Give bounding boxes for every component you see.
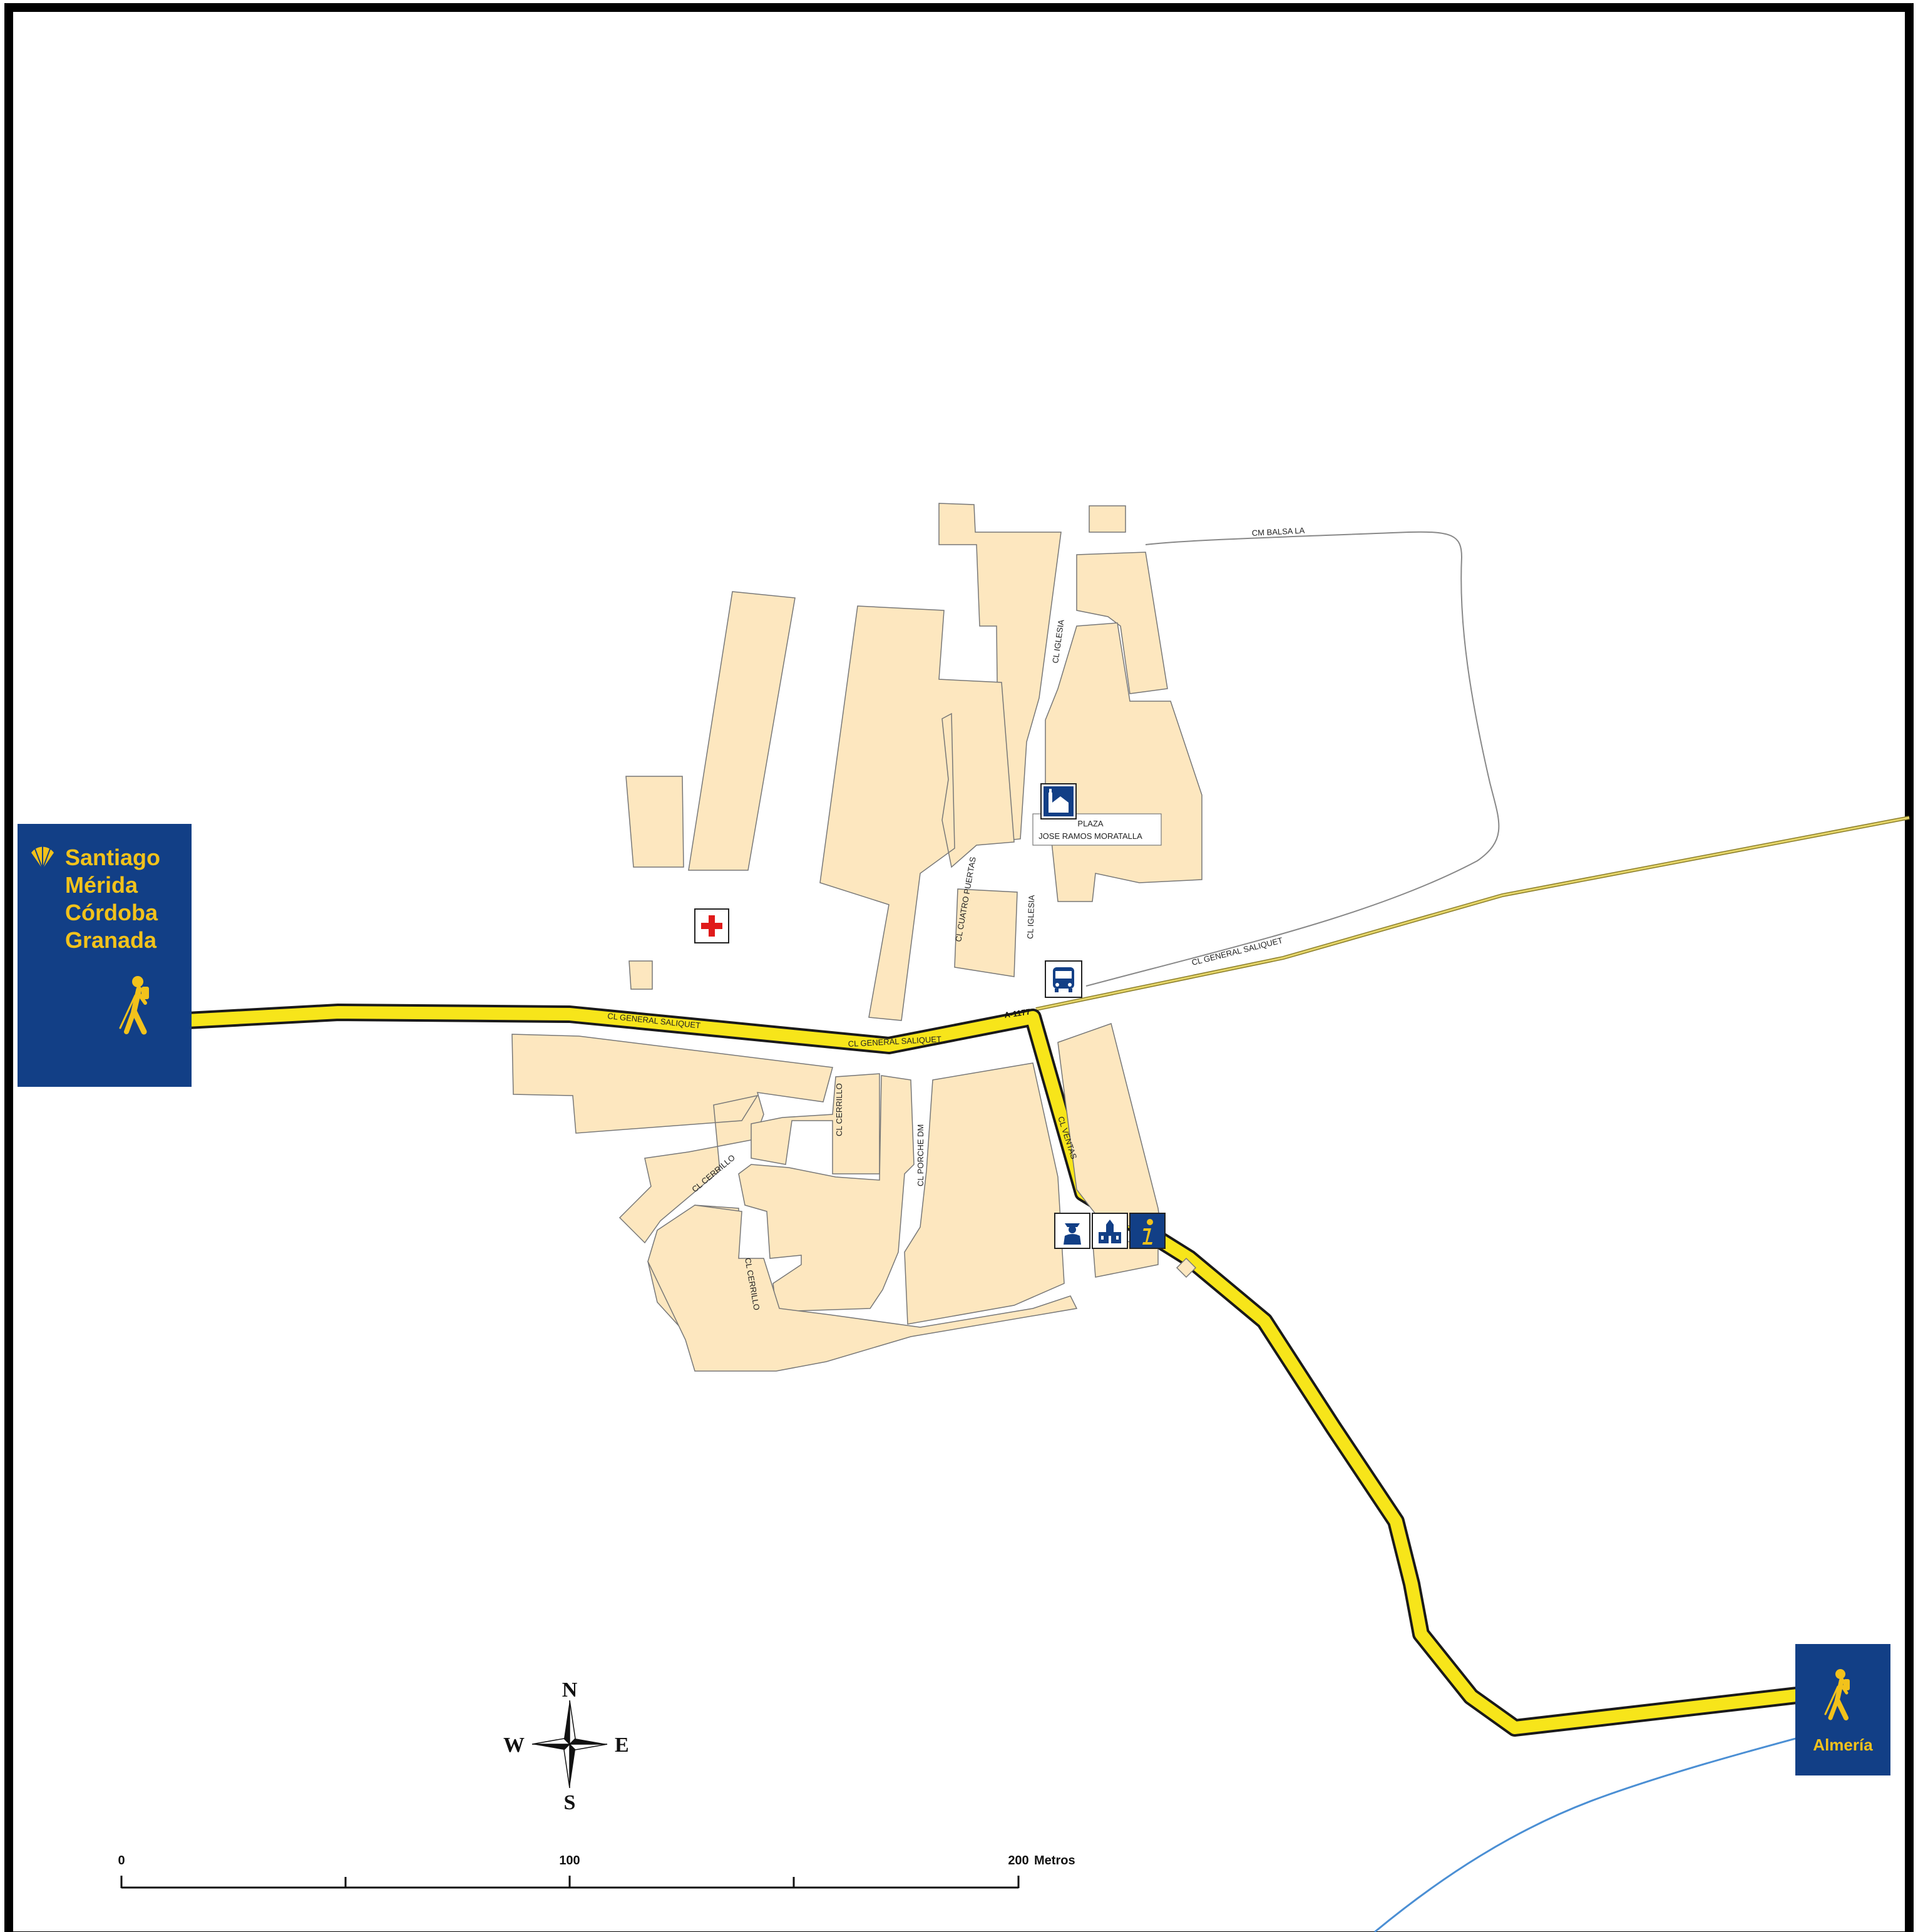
church-icon (1040, 783, 1077, 820)
map-frame (4, 3, 1914, 1932)
street-cerrillo-north: CL CERRILLO (834, 1083, 844, 1136)
scale-unit: Metros (1034, 1854, 1075, 1868)
information-icon (1129, 1213, 1166, 1249)
block-south-mid (738, 1075, 915, 1312)
sign-west: Santiago Mérida Córdoba Granada (18, 824, 192, 1087)
police-icon (1054, 1213, 1090, 1249)
scale-tick-100: 100 (559, 1854, 580, 1868)
scale-tick-200: 200 (1008, 1854, 1028, 1868)
block-porche (904, 1062, 1065, 1325)
compass-rose: N S E W (503, 1678, 629, 1814)
river (1374, 1727, 1835, 1932)
compass-s: S (564, 1791, 576, 1814)
plaza-label-line-2: JOSE RAMOS MORATALLA (1038, 831, 1142, 841)
block-kiosk (1176, 1257, 1197, 1278)
block-cuatro (954, 888, 1018, 977)
block-tiny-west (628, 960, 653, 990)
bus-stop-icon (1045, 960, 1082, 998)
scallop-shell-icon (31, 846, 54, 870)
block-small-west (625, 776, 684, 868)
buildings-south (511, 1023, 1197, 1372)
block-tiny-north (1089, 505, 1126, 533)
hiker-icon (119, 976, 149, 1035)
compass-e: E (615, 1734, 629, 1757)
scale-tick-0: 0 (118, 1854, 125, 1868)
block-south-west (511, 1034, 833, 1244)
block-south-big (647, 1205, 1078, 1372)
hiker-icon (1824, 1669, 1850, 1720)
block-south-center (751, 1073, 880, 1174)
town-hall-icon (1092, 1213, 1128, 1249)
sign-west-line-2: Mérida (65, 872, 138, 898)
scale-bar: 0 100 200 Metros (118, 1854, 1075, 1889)
street-cm-balsa: CM BALSA LA (1251, 526, 1305, 538)
cm-balsa-lane (1085, 531, 1500, 987)
street-iglesia-south: CL IGLESIA (1025, 895, 1036, 939)
sign-west-line-4: Granada (65, 927, 157, 953)
block-north-b (1076, 552, 1168, 694)
sign-east-line-1: Almería (1813, 1735, 1873, 1754)
block-central (819, 605, 1015, 1021)
sign-west-line-3: Córdoba (65, 900, 158, 925)
sign-west-line-1: Santiago (65, 845, 160, 870)
sign-east: Almería (1795, 1644, 1890, 1775)
block-long-west (688, 591, 796, 871)
compass-w: W (503, 1734, 525, 1757)
compass-n: N (562, 1678, 578, 1702)
street-porche: CL PORCHE DM (916, 1124, 925, 1186)
red-cross-icon (694, 908, 729, 943)
camino-route (187, 1004, 1798, 1737)
road-number-label: A-1177 (1003, 1007, 1031, 1020)
plaza-label-line-1: PLAZA (1077, 819, 1104, 828)
